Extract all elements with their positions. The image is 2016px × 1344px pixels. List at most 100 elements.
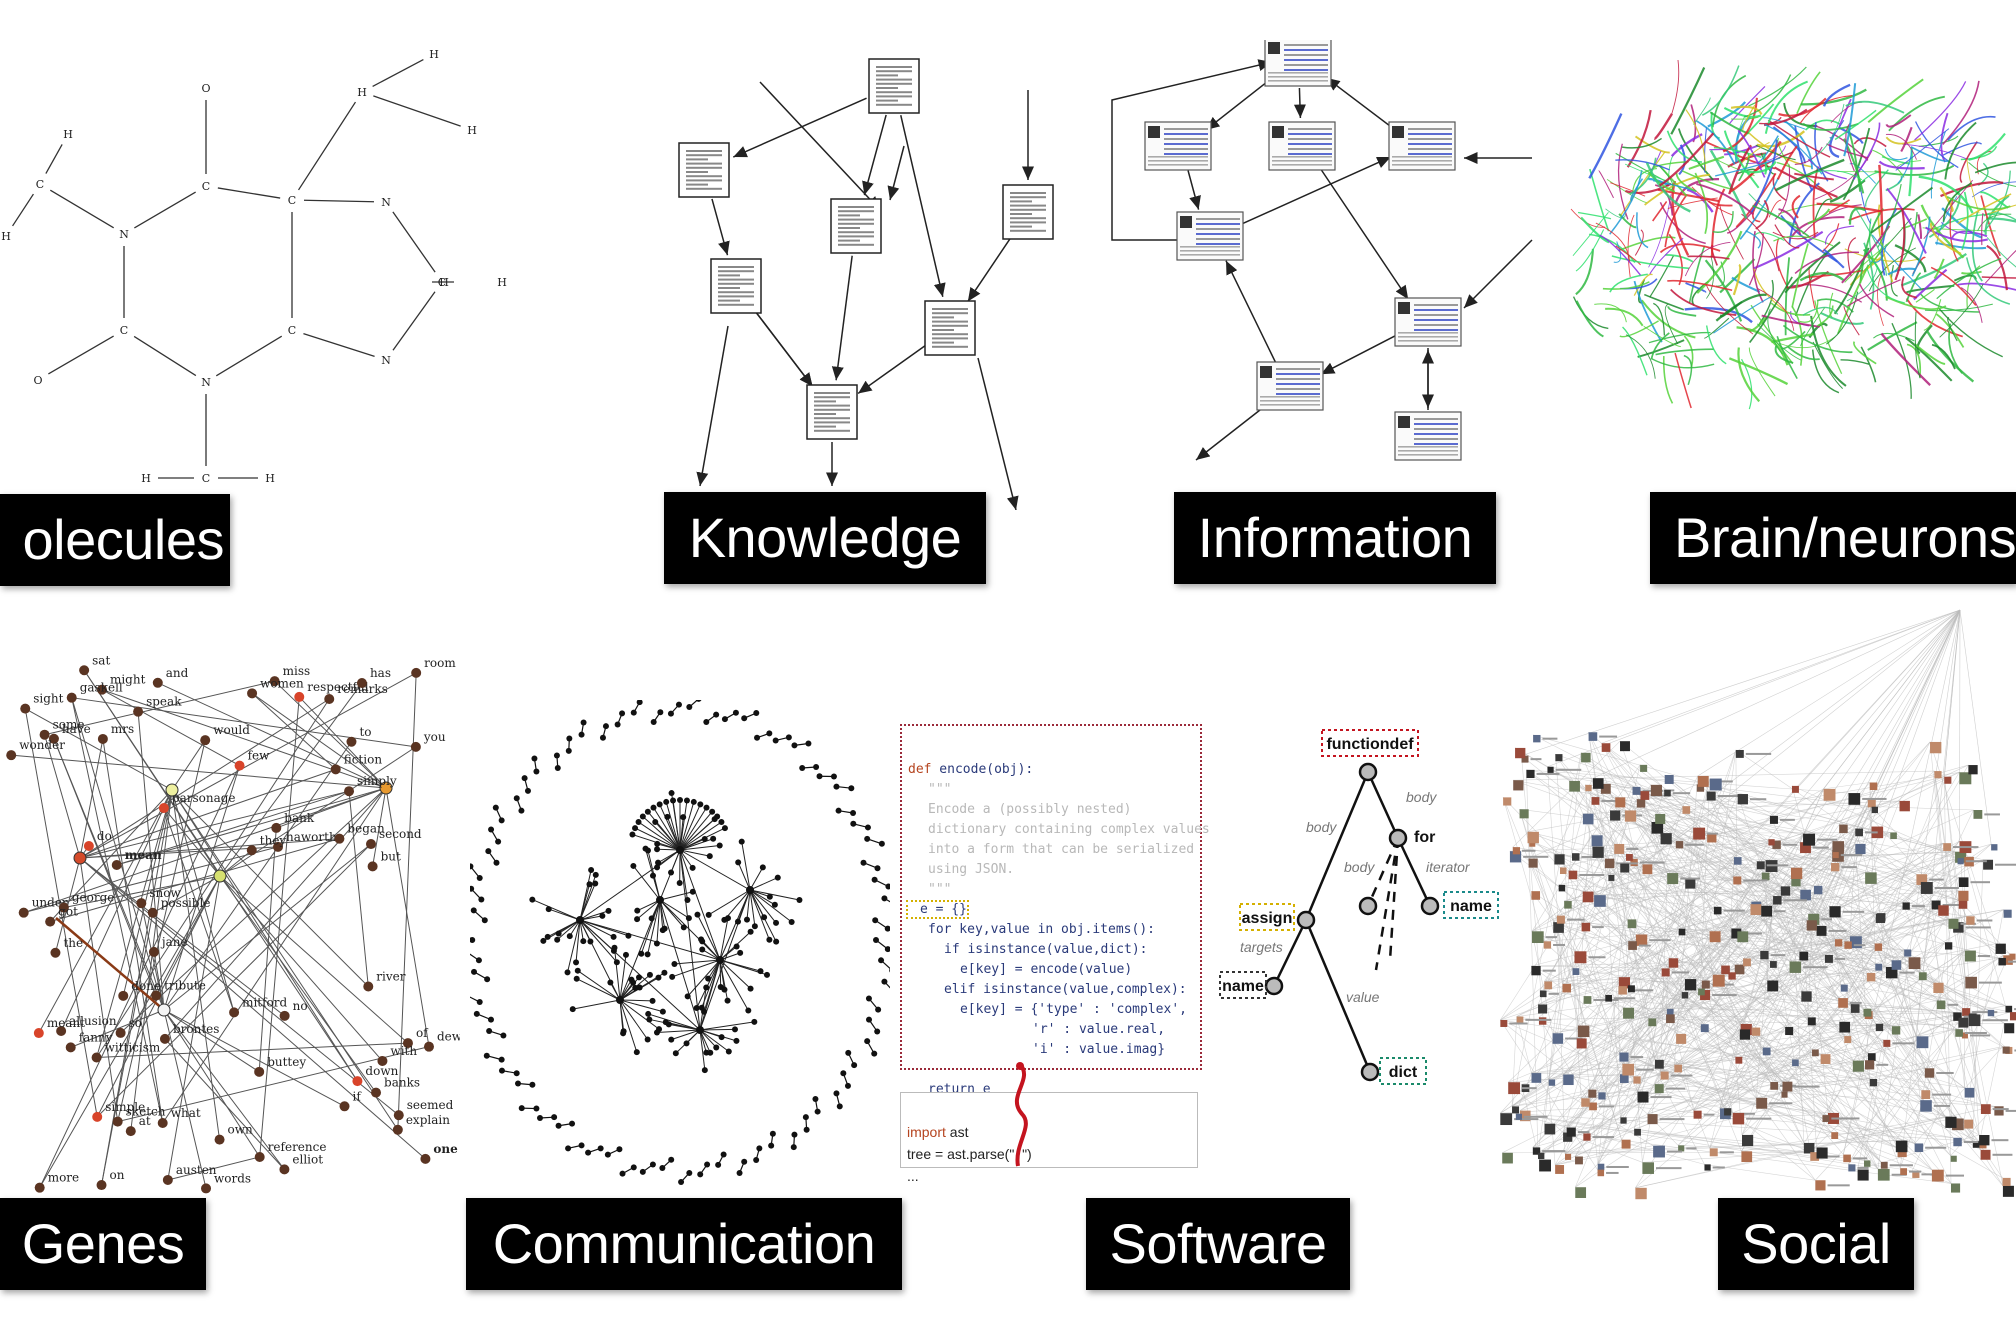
user-avatar bbox=[1531, 1073, 1542, 1083]
comm-node bbox=[718, 1034, 725, 1041]
user-avatar bbox=[1707, 833, 1717, 843]
gene-word: wonder bbox=[19, 738, 65, 752]
atom-label: H bbox=[439, 276, 449, 289]
user-avatar bbox=[1880, 1161, 1888, 1169]
red-squiggle-connector bbox=[1014, 1062, 1028, 1167]
webpage-node bbox=[1144, 121, 1212, 171]
user-avatar bbox=[1855, 828, 1863, 837]
comm-node bbox=[771, 901, 778, 908]
gene-node bbox=[402, 1038, 413, 1049]
information-network bbox=[1111, 40, 1533, 461]
user-avatar bbox=[1575, 1156, 1583, 1165]
user-avatar bbox=[1574, 951, 1587, 964]
comm-node bbox=[721, 825, 728, 832]
user-avatar bbox=[1516, 1016, 1524, 1024]
comm-node bbox=[605, 907, 612, 914]
comm-node bbox=[668, 1036, 675, 1043]
comm-node bbox=[703, 804, 710, 811]
comm-node bbox=[701, 1067, 708, 1074]
label-communication: Communication bbox=[466, 1198, 902, 1290]
comm-node bbox=[586, 881, 593, 888]
user-avatar bbox=[1849, 936, 1862, 949]
gene-node bbox=[34, 1182, 45, 1193]
user-avatar bbox=[1559, 867, 1567, 875]
user-avatar bbox=[1791, 867, 1803, 879]
user-avatar bbox=[1839, 824, 1848, 834]
user-avatar bbox=[1791, 785, 1799, 793]
user-avatar bbox=[1864, 1060, 1875, 1070]
user-avatar bbox=[1731, 928, 1742, 939]
user-avatar bbox=[1734, 964, 1745, 975]
user-avatar bbox=[1544, 981, 1553, 990]
gene-word: brontes bbox=[173, 1022, 219, 1036]
comm-node bbox=[713, 1044, 720, 1051]
code-parse-snippet: import ast tree = ast.parse(" ") ... bbox=[900, 1092, 1198, 1184]
gene-node bbox=[39, 729, 50, 740]
atom-label: H bbox=[429, 48, 439, 61]
gene-word: reference bbox=[268, 1140, 327, 1154]
comm-node bbox=[694, 911, 701, 918]
gene-word: tribute bbox=[164, 979, 206, 993]
gene-word: explain bbox=[406, 1113, 450, 1127]
user-avatar bbox=[1920, 882, 1933, 894]
user-avatar bbox=[1713, 906, 1722, 915]
code-doc-2: dictionary containing complex values bbox=[928, 822, 1210, 837]
comm-node bbox=[745, 1007, 752, 1014]
user-avatar bbox=[1958, 900, 1968, 909]
comm-node bbox=[693, 1004, 700, 1011]
user-avatar bbox=[1709, 931, 1721, 943]
user-avatar bbox=[1647, 1114, 1658, 1125]
atom-label: H bbox=[497, 276, 507, 289]
code-parse: tree = ast.parse(" ") bbox=[907, 1146, 1032, 1162]
user-avatar bbox=[1900, 1168, 1908, 1175]
user-avatar bbox=[1735, 749, 1744, 758]
user-avatar bbox=[1569, 780, 1580, 792]
ast-tree-svg: functiondef body body body for iterator … bbox=[1219, 729, 1499, 1085]
user-avatar bbox=[1808, 913, 1820, 925]
gene-node bbox=[20, 703, 31, 714]
gene-node bbox=[234, 760, 245, 771]
gene-word: own bbox=[228, 1123, 253, 1137]
comm-node bbox=[663, 798, 670, 805]
user-avatar bbox=[1968, 1014, 1981, 1027]
user-avatar bbox=[1944, 942, 1953, 950]
user-avatar bbox=[1867, 799, 1876, 808]
comm-node bbox=[646, 971, 653, 978]
user-avatar bbox=[1943, 843, 1952, 851]
gene-word: buttey bbox=[267, 1055, 306, 1069]
user-avatar bbox=[1810, 1152, 1820, 1161]
user-avatar bbox=[1820, 1054, 1831, 1064]
user-avatar bbox=[1650, 784, 1662, 797]
label-brain-neurons: Brain/neurons bbox=[1650, 492, 2016, 584]
user-avatar bbox=[2003, 909, 2012, 918]
user-avatar bbox=[1800, 842, 1811, 854]
user-avatar bbox=[1760, 950, 1769, 960]
gene-word: would bbox=[213, 723, 250, 737]
user-avatar bbox=[1855, 843, 1866, 855]
code-def-keyword: def bbox=[908, 762, 932, 777]
user-avatar bbox=[1840, 984, 1848, 992]
user-avatar bbox=[1591, 797, 1600, 805]
user-avatar bbox=[1668, 958, 1679, 968]
comm-node bbox=[747, 928, 754, 935]
comm-node bbox=[648, 915, 655, 922]
user-avatar bbox=[1620, 741, 1630, 752]
gene-word: room bbox=[424, 656, 456, 670]
gene-word: dew bbox=[437, 1030, 460, 1044]
comm-node bbox=[529, 896, 536, 903]
code-assign-4: 'i' : value.imag} bbox=[1032, 1042, 1166, 1057]
user-avatar bbox=[1701, 980, 1710, 989]
gene-node bbox=[151, 990, 162, 1001]
comm-node bbox=[763, 971, 770, 978]
user-avatar bbox=[1555, 754, 1563, 762]
user-avatar bbox=[1769, 815, 1778, 824]
user-avatar bbox=[1792, 1059, 1799, 1067]
ast-value: value bbox=[1346, 989, 1380, 1005]
gene-word: women bbox=[260, 676, 304, 690]
comm-node bbox=[644, 808, 651, 815]
comm-node bbox=[650, 804, 657, 811]
gene-node bbox=[214, 1134, 225, 1145]
ast-functiondef: functiondef bbox=[1326, 736, 1414, 753]
comm-hub bbox=[616, 996, 624, 1004]
user-avatar bbox=[1991, 844, 1998, 851]
